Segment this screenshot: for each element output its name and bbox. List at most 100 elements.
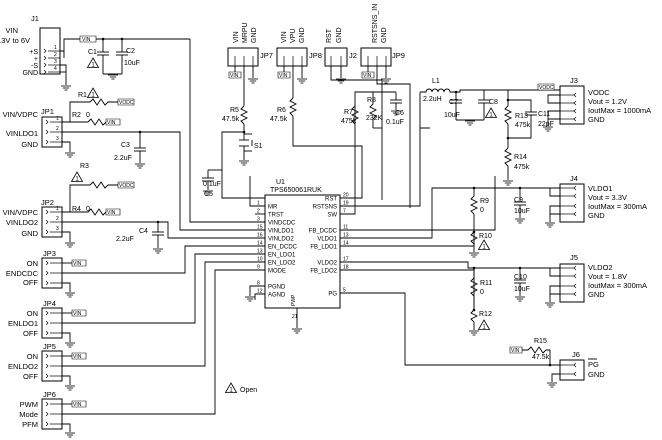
- u1-pin-name: PGND: [268, 284, 286, 290]
- u1-pin-name: VINDCDC: [268, 220, 296, 226]
- r8-value: 232K: [366, 115, 383, 122]
- jp7-label: MRPU: [242, 22, 249, 43]
- jp8-label: GND: [299, 27, 306, 43]
- legend-open-text: Open: [240, 387, 257, 394]
- svg-text:2: 2: [56, 126, 59, 132]
- c4-ref: C4: [139, 228, 148, 235]
- r13-ref: R13: [515, 113, 528, 120]
- u1-pin-number: 3: [257, 217, 260, 223]
- svg-text:3: 3: [56, 226, 59, 232]
- net-flag-vin: VIN: [73, 311, 82, 317]
- j1-ref: J1: [31, 14, 39, 23]
- net-flag-vodc: VODC: [119, 183, 134, 189]
- u1-pin-number: 11: [343, 225, 348, 231]
- j6-pg-connector: J6 PG GND: [559, 350, 605, 381]
- jp1-label: GND: [21, 140, 38, 149]
- r5-ref: R5: [230, 107, 239, 114]
- u1-pin-number: 16: [257, 233, 263, 239]
- c10-value: 10uF: [514, 286, 530, 293]
- r11-ref: R11: [480, 280, 492, 287]
- c5-ref: C5: [204, 191, 213, 198]
- r14-ref: R14: [514, 154, 527, 161]
- u1-pin-number: 2: [257, 209, 260, 215]
- j1-pin-label: GND: [22, 70, 38, 77]
- j4-title: VLDO1: [588, 184, 613, 193]
- c3-value: 2.2uF: [114, 155, 132, 162]
- j5-vout: Vout = 1.8V: [588, 272, 627, 281]
- jp8-jumper: VIN VPU GND JP8: [276, 27, 322, 67]
- c10-ref: C10: [514, 274, 527, 281]
- jp2-label: VINLDO2: [6, 218, 38, 227]
- u1-pin-number: 1: [257, 201, 260, 207]
- j3-gnd: GND: [588, 115, 605, 124]
- c3-ref: C3: [121, 142, 130, 149]
- svg-text:4: 4: [54, 66, 57, 72]
- r15-value: 47.5k: [532, 354, 550, 361]
- u1-pin-number: 15: [257, 225, 263, 231]
- net-flag-vin: VIN: [73, 402, 82, 408]
- u1-pin-name: RST: [325, 196, 337, 202]
- c2-value: 10uF: [124, 60, 140, 67]
- j5-iout: IoutMax = 300mA: [588, 281, 647, 290]
- u1-pin-number: 14: [343, 241, 349, 247]
- u1-pin-name: MODE: [268, 268, 286, 274]
- r8-ref: R8: [367, 97, 376, 104]
- j1-voltage-range: 2.3V to 6V: [0, 36, 30, 45]
- jp9-label: RSTSNS_IN: [372, 4, 379, 43]
- svg-text:3: 3: [54, 59, 57, 65]
- j5-gnd: GND: [588, 290, 605, 299]
- u1-pin-name: SW: [327, 212, 337, 218]
- j3-vout: Vout = 1.2V: [588, 97, 627, 106]
- r4-value: 0: [86, 206, 90, 213]
- j3-body: [559, 85, 585, 125]
- j3-ref: J3: [570, 76, 578, 85]
- u1-pin-name: FB_LDO2: [310, 268, 337, 274]
- net-flag-vin: VIN: [230, 73, 239, 79]
- j5-title: VLDO2: [588, 263, 613, 272]
- j2-body: [324, 47, 348, 67]
- jp3-label: ENDCDC: [6, 269, 39, 278]
- u1-pin-name: EN_DCDC: [268, 244, 298, 250]
- jp9-ref: JP9: [392, 51, 405, 60]
- svg-text:1: 1: [54, 45, 57, 51]
- j5-ref: J5: [570, 253, 578, 262]
- svg-text:2: 2: [56, 216, 59, 222]
- jp7-label: GND: [251, 27, 258, 43]
- jp1-label: VIN/VDPC: [3, 110, 39, 119]
- svg-text:1: 1: [56, 116, 59, 122]
- jp2-label: VIN/VDPC: [3, 208, 39, 217]
- r12-ref: R12: [479, 311, 492, 318]
- jp7-label: VIN: [233, 31, 240, 43]
- jp4-label: ON: [27, 309, 38, 318]
- u1-left-pin-group: 1MR2TRST3VINDCDC15VINLDO116VINLDO214EN_D…: [255, 201, 298, 298]
- l1-ref: L1: [432, 78, 440, 85]
- r13-value: 475k: [515, 122, 531, 129]
- r3-ref: R3: [80, 163, 89, 170]
- r6-value: 47.5k: [270, 116, 288, 123]
- j3-vodc-connector: J3 VODC Vout = 1.2V IoutMax = 1000mA GND: [559, 76, 651, 125]
- u1-pin-number: 8: [257, 281, 260, 287]
- j4-body: [559, 183, 585, 223]
- u1-pin-name: EN_LDO1: [268, 252, 296, 258]
- r1-ref: R1: [78, 92, 87, 99]
- jp6-label: PFM: [22, 420, 38, 429]
- jp8-label: VIN: [281, 31, 288, 43]
- j1-pin-label: -S: [31, 63, 38, 70]
- c7-value: 10uF: [444, 112, 460, 119]
- u1-pin-name: FB_LDO1: [310, 244, 337, 250]
- r10-ref: R10: [479, 233, 492, 240]
- jp3-jumper: ON ENDCDC OFF JP3: [6, 249, 63, 289]
- jp4-label: OFF: [23, 329, 38, 338]
- c6-ref: C6: [395, 110, 404, 117]
- c1-ref: C1: [88, 49, 97, 56]
- u1-pin-number: 20: [343, 193, 349, 199]
- u1-pin-number: 7: [343, 209, 346, 215]
- c2-ref: C2: [126, 48, 135, 55]
- j2-label: GND: [336, 27, 343, 43]
- c11-ref: C11: [538, 111, 550, 118]
- jp9-jumper: RSTSNS_IN GND JP9: [360, 4, 405, 67]
- u1-pin-number: 13: [343, 233, 349, 239]
- u1-pin-name: VLDO1: [317, 236, 337, 242]
- jp5-ref: JP5: [43, 342, 56, 351]
